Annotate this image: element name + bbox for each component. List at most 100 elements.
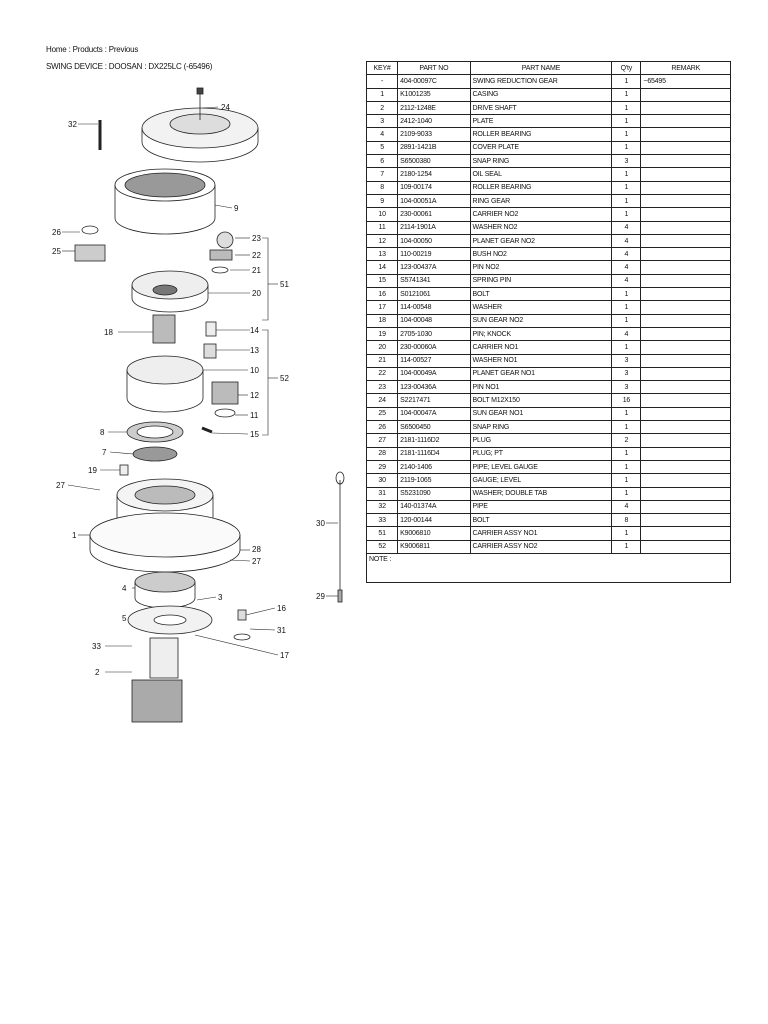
callout-52: 52 [280, 374, 289, 383]
cell-key: 23 [365, 380, 399, 395]
callout-12: 12 [250, 391, 259, 400]
callout-9: 9 [234, 204, 239, 213]
cell-qty: 4 [611, 326, 642, 342]
cell-qty: 1 [611, 300, 642, 315]
cell-remark [640, 87, 731, 102]
breadcrumb-home-link[interactable]: Home [46, 45, 67, 54]
callout-33: 33 [92, 642, 101, 651]
cell-key: 7 [365, 167, 399, 182]
callout-31: 31 [277, 626, 286, 635]
cell-qty: 1 [611, 526, 642, 541]
callout-17: 17 [280, 651, 289, 660]
cell-remark [640, 499, 731, 515]
cell-part-name: OIL SEAL [469, 167, 613, 182]
callout-7: 7 [102, 448, 107, 457]
cell-part-no: 2109-9033 [397, 127, 471, 142]
cell-part-no: 2112-1248E [397, 100, 471, 116]
diagram-drive-shaft [131, 637, 183, 723]
callout-51: 51 [280, 280, 289, 289]
breadcrumb-previous-link[interactable]: Previous [108, 45, 139, 54]
cell-remark [640, 539, 731, 554]
cell-part-no: 123-00437A [397, 260, 471, 275]
cell-remark [640, 353, 731, 368]
cell-part-name: CARRIER NO2 [469, 207, 613, 222]
cell-remark [640, 220, 731, 235]
cell-part-name: WASHER NO2 [469, 220, 613, 235]
cell-key: 21 [365, 353, 399, 368]
cell-qty: 1 [611, 193, 642, 209]
cell-part-name: SWING REDUCTION GEAR [469, 74, 613, 89]
cell-part-no: 104-00051A [397, 193, 471, 209]
callout-24: 24 [221, 103, 230, 112]
cell-qty: 4 [611, 233, 642, 249]
cell-part-name: CARRIER ASSY NO2 [469, 539, 613, 554]
cell-key: 6 [365, 154, 399, 169]
cell-part-name: COVER PLATE [469, 140, 613, 156]
cell-qty: 3 [611, 353, 642, 368]
callout-22: 22 [252, 251, 261, 260]
cell-part-no: 104-00049A [397, 366, 471, 382]
cell-remark [640, 393, 731, 408]
cell-part-name: SPRING PIN [469, 273, 613, 289]
cell-key: 25 [365, 406, 399, 422]
breadcrumb-products-link[interactable]: Products [72, 45, 103, 54]
diagram-sun-gear-no1 [74, 225, 106, 262]
cell-key: 19 [365, 326, 399, 342]
cell-part-name: BOLT [469, 513, 613, 528]
note-label: NOTE : [366, 552, 731, 583]
cell-part-no: 2180-1254 [397, 167, 471, 182]
cell-remark [640, 287, 731, 302]
cell-qty: 1 [611, 406, 642, 422]
cell-remark [640, 140, 731, 156]
cell-part-name: SUN GEAR NO2 [469, 313, 613, 328]
cell-qty: 2 [611, 433, 642, 448]
callout-11: 11 [250, 411, 259, 420]
callout-3: 3 [218, 593, 223, 602]
cell-key: 51 [365, 526, 399, 541]
callout-18: 18 [104, 328, 113, 337]
cell-qty: 1 [611, 180, 642, 195]
callout-26: 26 [52, 228, 61, 237]
cell-remark [640, 247, 731, 262]
cell-qty: 1 [611, 473, 642, 488]
cell-key: 22 [365, 366, 399, 382]
cell-part-name: CASING [469, 87, 613, 102]
cell-remark [640, 380, 731, 395]
cell-key: 11 [365, 220, 399, 235]
cell-remark [640, 260, 731, 275]
cell-remark [640, 513, 731, 528]
cell-key: 13 [365, 247, 399, 262]
cell-qty: 1 [611, 140, 642, 156]
cell-part-no: S6500450 [397, 420, 471, 435]
cell-part-name: PIPE; LEVEL GAUGE [469, 459, 613, 475]
diagram-callouts: 24 32 9 26 25 23 22 21 51 20 14 18 13 10… [52, 103, 325, 677]
cell-part-no: 2412-1040 [397, 114, 471, 129]
callout-21: 21 [252, 266, 261, 275]
cell-remark [640, 526, 731, 541]
cell-qty: 3 [611, 154, 642, 169]
cell-qty: 4 [611, 247, 642, 262]
callout-29: 29 [316, 592, 325, 601]
cell-qty: 1 [611, 539, 642, 554]
cell-key: 31 [365, 486, 399, 501]
cell-qty: 4 [611, 260, 642, 275]
cell-qty: 1 [611, 207, 642, 222]
cell-key: 2 [365, 100, 399, 116]
header-part-name: PART NAME [469, 60, 613, 76]
